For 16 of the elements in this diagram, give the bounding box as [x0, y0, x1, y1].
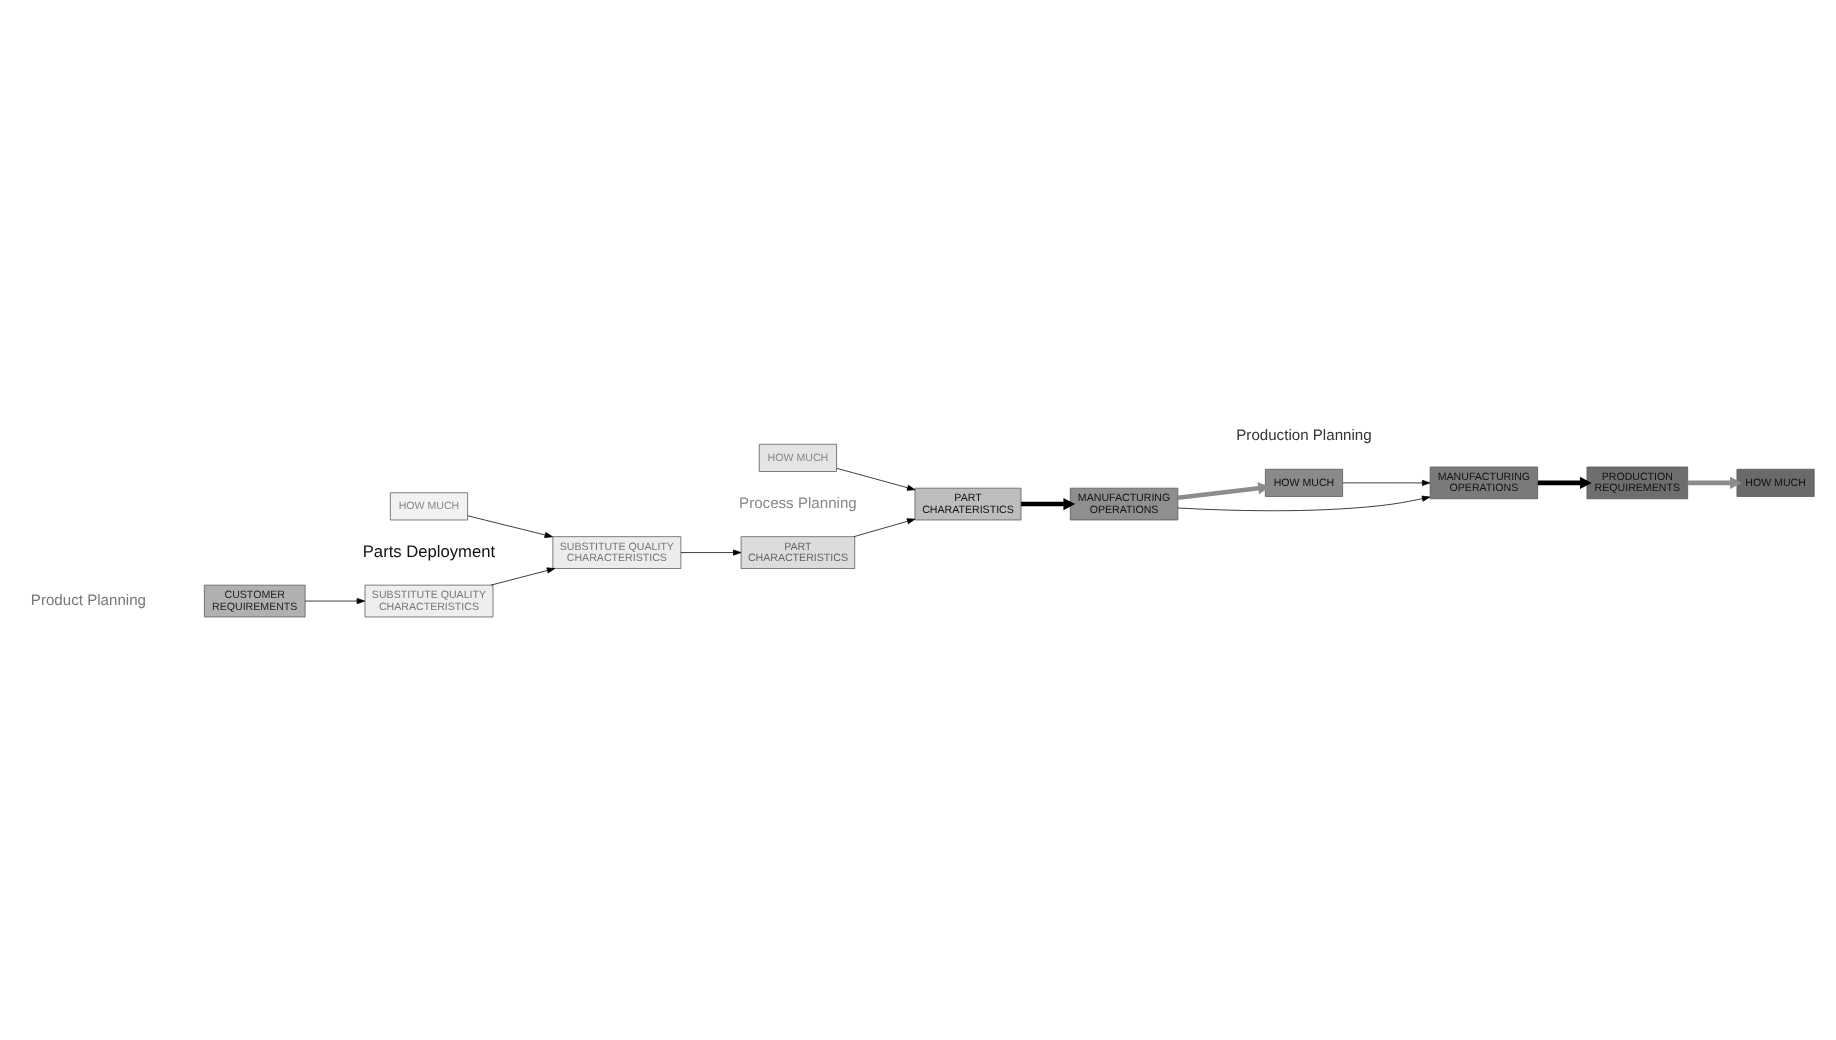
- arrow: [304, 598, 366, 605]
- label: Parts Deployment: [362, 540, 496, 561]
- arrow: [836, 467, 916, 491]
- arrow: [490, 567, 556, 586]
- arrow: [1687, 476, 1742, 490]
- arrow: [1177, 482, 1270, 501]
- arrow: [467, 515, 553, 538]
- arrow: [680, 549, 742, 556]
- arrow: [1342, 479, 1431, 486]
- label: Production Planning: [1236, 426, 1372, 445]
- arrow: [1537, 476, 1592, 490]
- label: Process Planning: [739, 493, 857, 512]
- arrow: [1177, 495, 1431, 512]
- arrow: [1021, 497, 1076, 511]
- label: Product Planning: [30, 590, 147, 609]
- arrow: [853, 518, 916, 537]
